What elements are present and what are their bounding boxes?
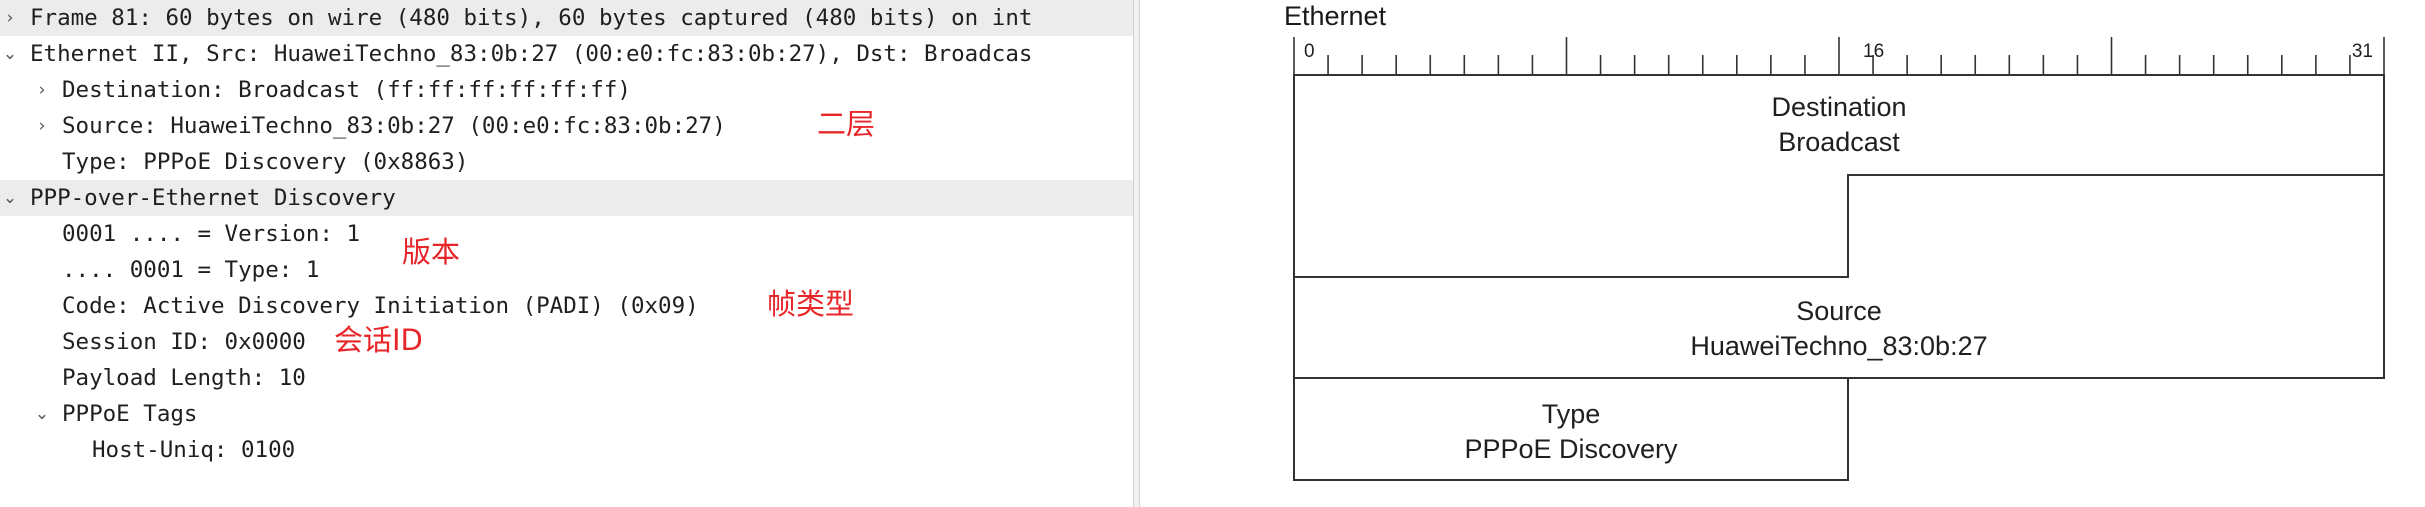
- tree-row-label: Frame 81: 60 bytes on wire (480 bits), 6…: [30, 5, 1033, 31]
- tree-row-label: Host-Uniq: 0100: [92, 437, 296, 463]
- type-field-name: Type: [1542, 399, 1601, 429]
- source-field-name: Source: [1796, 296, 1882, 326]
- tick-label-31: 31: [2352, 41, 2373, 62]
- tree-row-label: .... 0001 = Type: 1: [62, 257, 320, 283]
- destination-field-value: Broadcast: [1778, 127, 1900, 157]
- tree-row-pppoe[interactable]: ⌄ PPP-over-Ethernet Discovery: [0, 180, 1133, 216]
- collapse-arrow-icon[interactable]: ⌄: [34, 404, 50, 424]
- packet-details-pane[interactable]: › Frame 81: 60 bytes on wire (480 bits),…: [0, 0, 1133, 507]
- diagram-svg: 0 16 31 Destination Broadcast Source Hua…: [1293, 37, 2385, 481]
- tree-row-frame[interactable]: › Frame 81: 60 bytes on wire (480 bits),…: [0, 0, 1133, 36]
- type-field-box: [1293, 377, 1849, 481]
- packet-diagram: Ethernet 0 16 31 Destination Broadcast S…: [1140, 0, 2425, 507]
- bit-ruler: [1293, 37, 2385, 75]
- tree-row-label: Code: Active Discovery Initiation (PADI)…: [62, 293, 699, 319]
- tree-row-payload-length[interactable]: Payload Length: 10: [0, 360, 1133, 396]
- collapse-arrow-icon[interactable]: ⌄: [2, 188, 18, 208]
- tree-row-label: Payload Length: 10: [62, 365, 306, 391]
- tree-row-source[interactable]: › Source: HuaweiTechno_83:0b:27 (00:e0:f…: [0, 108, 1133, 144]
- tree-row-code[interactable]: Code: Active Discovery Initiation (PADI)…: [0, 288, 1133, 324]
- annotation-layer2: 二层: [817, 107, 876, 141]
- tick-label-0: 0: [1304, 41, 1315, 62]
- expand-arrow-icon[interactable]: ›: [38, 80, 46, 100]
- collapse-arrow-icon[interactable]: ⌄: [2, 44, 18, 64]
- tick-label-16: 16: [1863, 41, 1884, 62]
- annotation-session-id: 会话ID: [334, 323, 423, 357]
- diagram-title: Ethernet: [1284, 1, 1387, 31]
- tree-row-destination[interactable]: › Destination: Broadcast (ff:ff:ff:ff:ff…: [0, 72, 1133, 108]
- tree-row-ethernet[interactable]: ⌄ Ethernet II, Src: HuaweiTechno_83:0b:2…: [0, 36, 1133, 72]
- tree-row-session-id[interactable]: Session ID: 0x0000: [0, 324, 1133, 360]
- tree-row-label: Type: PPPoE Discovery (0x8863): [62, 149, 469, 175]
- type-field-value: PPPoE Discovery: [1464, 434, 1678, 464]
- tree-row-label: Session ID: 0x0000: [62, 329, 306, 355]
- annotation-version: 版本: [402, 235, 461, 269]
- tree-row-label: Ethernet II, Src: HuaweiTechno_83:0b:27 …: [30, 41, 1033, 67]
- tree-row-ptype[interactable]: .... 0001 = Type: 1: [0, 252, 1133, 288]
- destination-field-name: Destination: [1771, 92, 1906, 122]
- tree-row-label: 0001 .... = Version: 1: [62, 221, 361, 247]
- tree-row-label: Source: HuaweiTechno_83:0b:27 (00:e0:fc:…: [62, 113, 726, 139]
- tree-row-type[interactable]: Type: PPPoE Discovery (0x8863): [0, 144, 1133, 180]
- tree-row-label: PPPoE Tags: [62, 401, 198, 427]
- tree-row-label: Destination: Broadcast (ff:ff:ff:ff:ff:f…: [62, 77, 631, 103]
- tree-row-version[interactable]: 0001 .... = Version: 1: [0, 216, 1133, 252]
- tree-row-label: PPP-over-Ethernet Discovery: [30, 185, 396, 211]
- pane-splitter[interactable]: [1133, 0, 1140, 507]
- tree-row-pppoe-tags[interactable]: ⌄ PPPoE Tags: [0, 396, 1133, 432]
- tree-row-host-uniq[interactable]: Host-Uniq: 0100: [0, 432, 1133, 468]
- expand-arrow-icon[interactable]: ›: [6, 8, 14, 28]
- expand-arrow-icon[interactable]: ›: [38, 116, 46, 136]
- source-field-value: HuaweiTechno_83:0b:27: [1690, 331, 1987, 361]
- annotation-frame-type: 帧类型: [767, 287, 855, 321]
